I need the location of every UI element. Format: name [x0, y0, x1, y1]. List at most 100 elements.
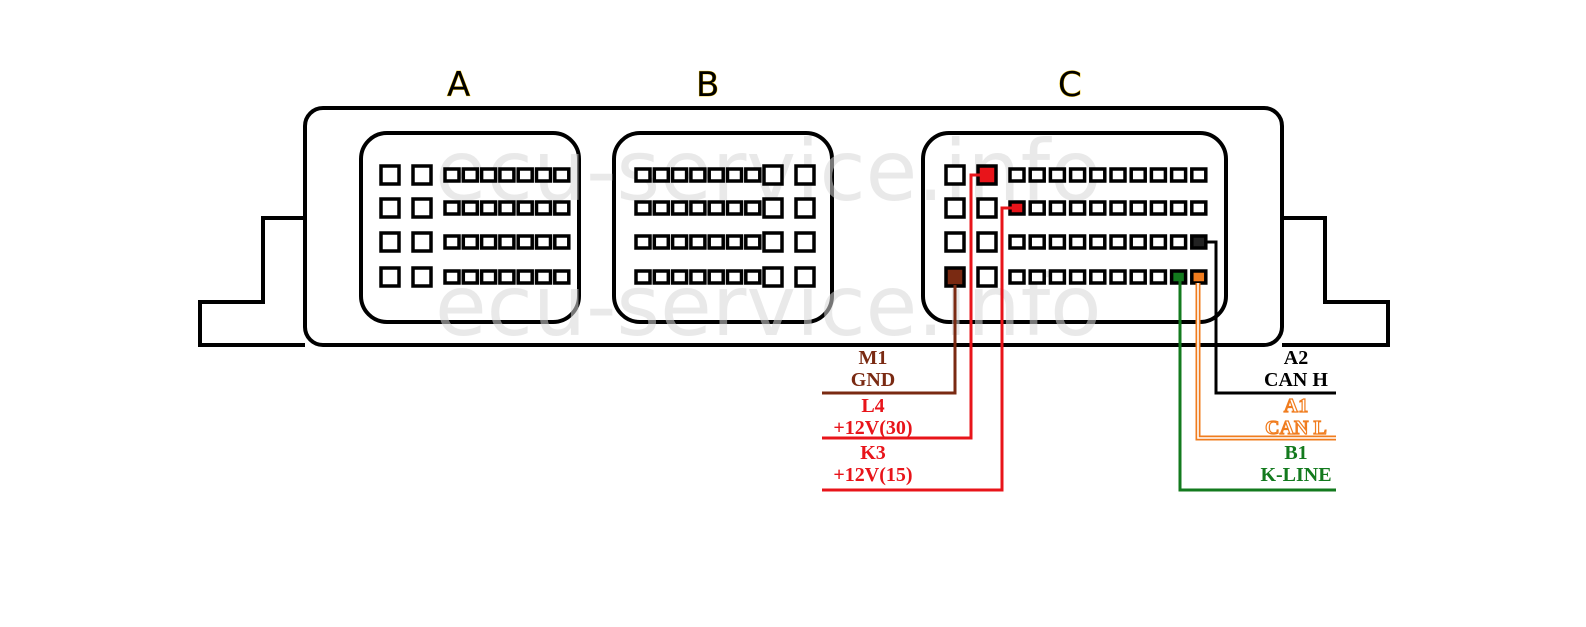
- pin-small-b: [652, 167, 671, 183]
- pin-small-c: [1068, 269, 1087, 285]
- pin-large-a: [379, 231, 401, 253]
- pin-small-b: [670, 234, 689, 250]
- pin-small-b: [634, 234, 652, 250]
- pin-small-c: [1089, 200, 1107, 216]
- pin-small-b: [670, 269, 689, 285]
- pin-small-a: [498, 167, 516, 183]
- pin-a1-name: CAN L: [1265, 417, 1327, 439]
- pin-small-c: [1129, 200, 1147, 216]
- pin-large-a: [411, 266, 433, 288]
- pin-small-c: [1068, 234, 1087, 250]
- pin-small-b: [744, 200, 762, 216]
- wire-12v-15: [822, 206, 1018, 492]
- pin-small-a: [534, 234, 553, 250]
- pin-l4-id: L4: [861, 395, 884, 417]
- pin-small-b: [670, 200, 689, 216]
- pin-small-c: [1190, 234, 1208, 250]
- pin-small-b: [689, 200, 707, 216]
- pin-b1-id: B1: [1284, 442, 1307, 464]
- pin-large-b: [794, 266, 816, 288]
- pin-small-b: [707, 167, 725, 183]
- pin-large-c: [944, 197, 966, 219]
- pin-small-c: [1190, 167, 1208, 183]
- pin-small-a: [461, 200, 480, 216]
- connector-a-label: A: [447, 65, 470, 105]
- pin-small-a: [479, 234, 498, 250]
- wire-12v-30: [822, 173, 987, 440]
- pin-small-c: [1068, 167, 1087, 183]
- pin-small-c: [1008, 269, 1026, 285]
- pin-small-c: [1028, 200, 1046, 216]
- pin-a1-id: A1: [1284, 395, 1308, 417]
- pin-small-c: [1149, 167, 1168, 183]
- pin-large-c: [944, 231, 966, 253]
- pin-small-a: [443, 167, 461, 183]
- pin-a2-id: A2: [1284, 347, 1308, 369]
- pin-small-c: [1089, 234, 1107, 250]
- pin-small-b: [634, 200, 652, 216]
- pin-k3-id: K3: [860, 442, 886, 464]
- pin-small-b: [634, 269, 652, 285]
- pin-small-c: [1109, 167, 1127, 183]
- pin-large-c: [944, 164, 966, 186]
- pin-small-a: [498, 234, 516, 250]
- pin-small-b: [689, 234, 707, 250]
- wire-k-line: [1178, 280, 1336, 492]
- pin-small-a: [534, 167, 553, 183]
- pin-large-b: [762, 266, 784, 288]
- pin-small-a: [479, 167, 498, 183]
- pin-a2-name: CAN H: [1264, 369, 1328, 391]
- pin-large-b: [762, 231, 784, 253]
- pin-small-a: [443, 269, 461, 285]
- pin-small-b: [725, 167, 744, 183]
- pin-small-a: [516, 269, 534, 285]
- pin-small-c: [1048, 200, 1067, 216]
- pin-small-a: [553, 269, 571, 285]
- pin-b1-name: K-LINE: [1260, 464, 1331, 486]
- right-flange: [1282, 216, 1390, 347]
- pin-small-b: [689, 269, 707, 285]
- pin-small-b: [744, 167, 762, 183]
- pin-small-a: [534, 200, 553, 216]
- pin-small-c: [1129, 167, 1147, 183]
- pin-small-c: [1109, 234, 1127, 250]
- wires: [822, 173, 1336, 492]
- pin-small-c: [1190, 200, 1208, 216]
- pin-small-a: [498, 200, 516, 216]
- pin-small-c: [1089, 269, 1107, 285]
- pin-small-c: [1169, 200, 1188, 216]
- pin-small-c: [1028, 167, 1046, 183]
- pin-small-c: [1089, 167, 1107, 183]
- pin-k3-name: +12V(15): [833, 464, 912, 486]
- wire-can-l-inner: [1197, 283, 1336, 439]
- pin-small-c: [1109, 269, 1127, 285]
- pin-small-b: [707, 234, 725, 250]
- pin-m1-name: GND: [851, 369, 895, 391]
- pin-small-b: [725, 234, 744, 250]
- pin-small-b: [652, 234, 671, 250]
- pin-small-c: [1129, 234, 1147, 250]
- pin-large-c: [976, 197, 998, 219]
- pin-large-b: [762, 164, 784, 186]
- pin-small-a: [461, 234, 480, 250]
- pin-small-a: [516, 167, 534, 183]
- connector-c-label: C: [1058, 65, 1082, 105]
- pin-large-a: [379, 266, 401, 288]
- pin-small-c: [1109, 200, 1127, 216]
- pin-small-b: [744, 269, 762, 285]
- pin-small-a: [443, 234, 461, 250]
- pin-small-b: [725, 269, 744, 285]
- pin-small-c: [1028, 234, 1046, 250]
- connector-b-label: B: [696, 65, 719, 105]
- pin-small-a: [498, 269, 516, 285]
- pin-m1-id: M1: [859, 347, 888, 369]
- pin-large-a: [411, 197, 433, 219]
- pin-small-c: [1149, 200, 1168, 216]
- pin-grid: [379, 164, 1208, 288]
- pin-large-b: [794, 164, 816, 186]
- wire-can-h: [1205, 240, 1336, 395]
- left-flange: [198, 216, 305, 347]
- pin-large-a: [411, 231, 433, 253]
- pin-large-a: [379, 197, 401, 219]
- pin-small-a: [534, 269, 553, 285]
